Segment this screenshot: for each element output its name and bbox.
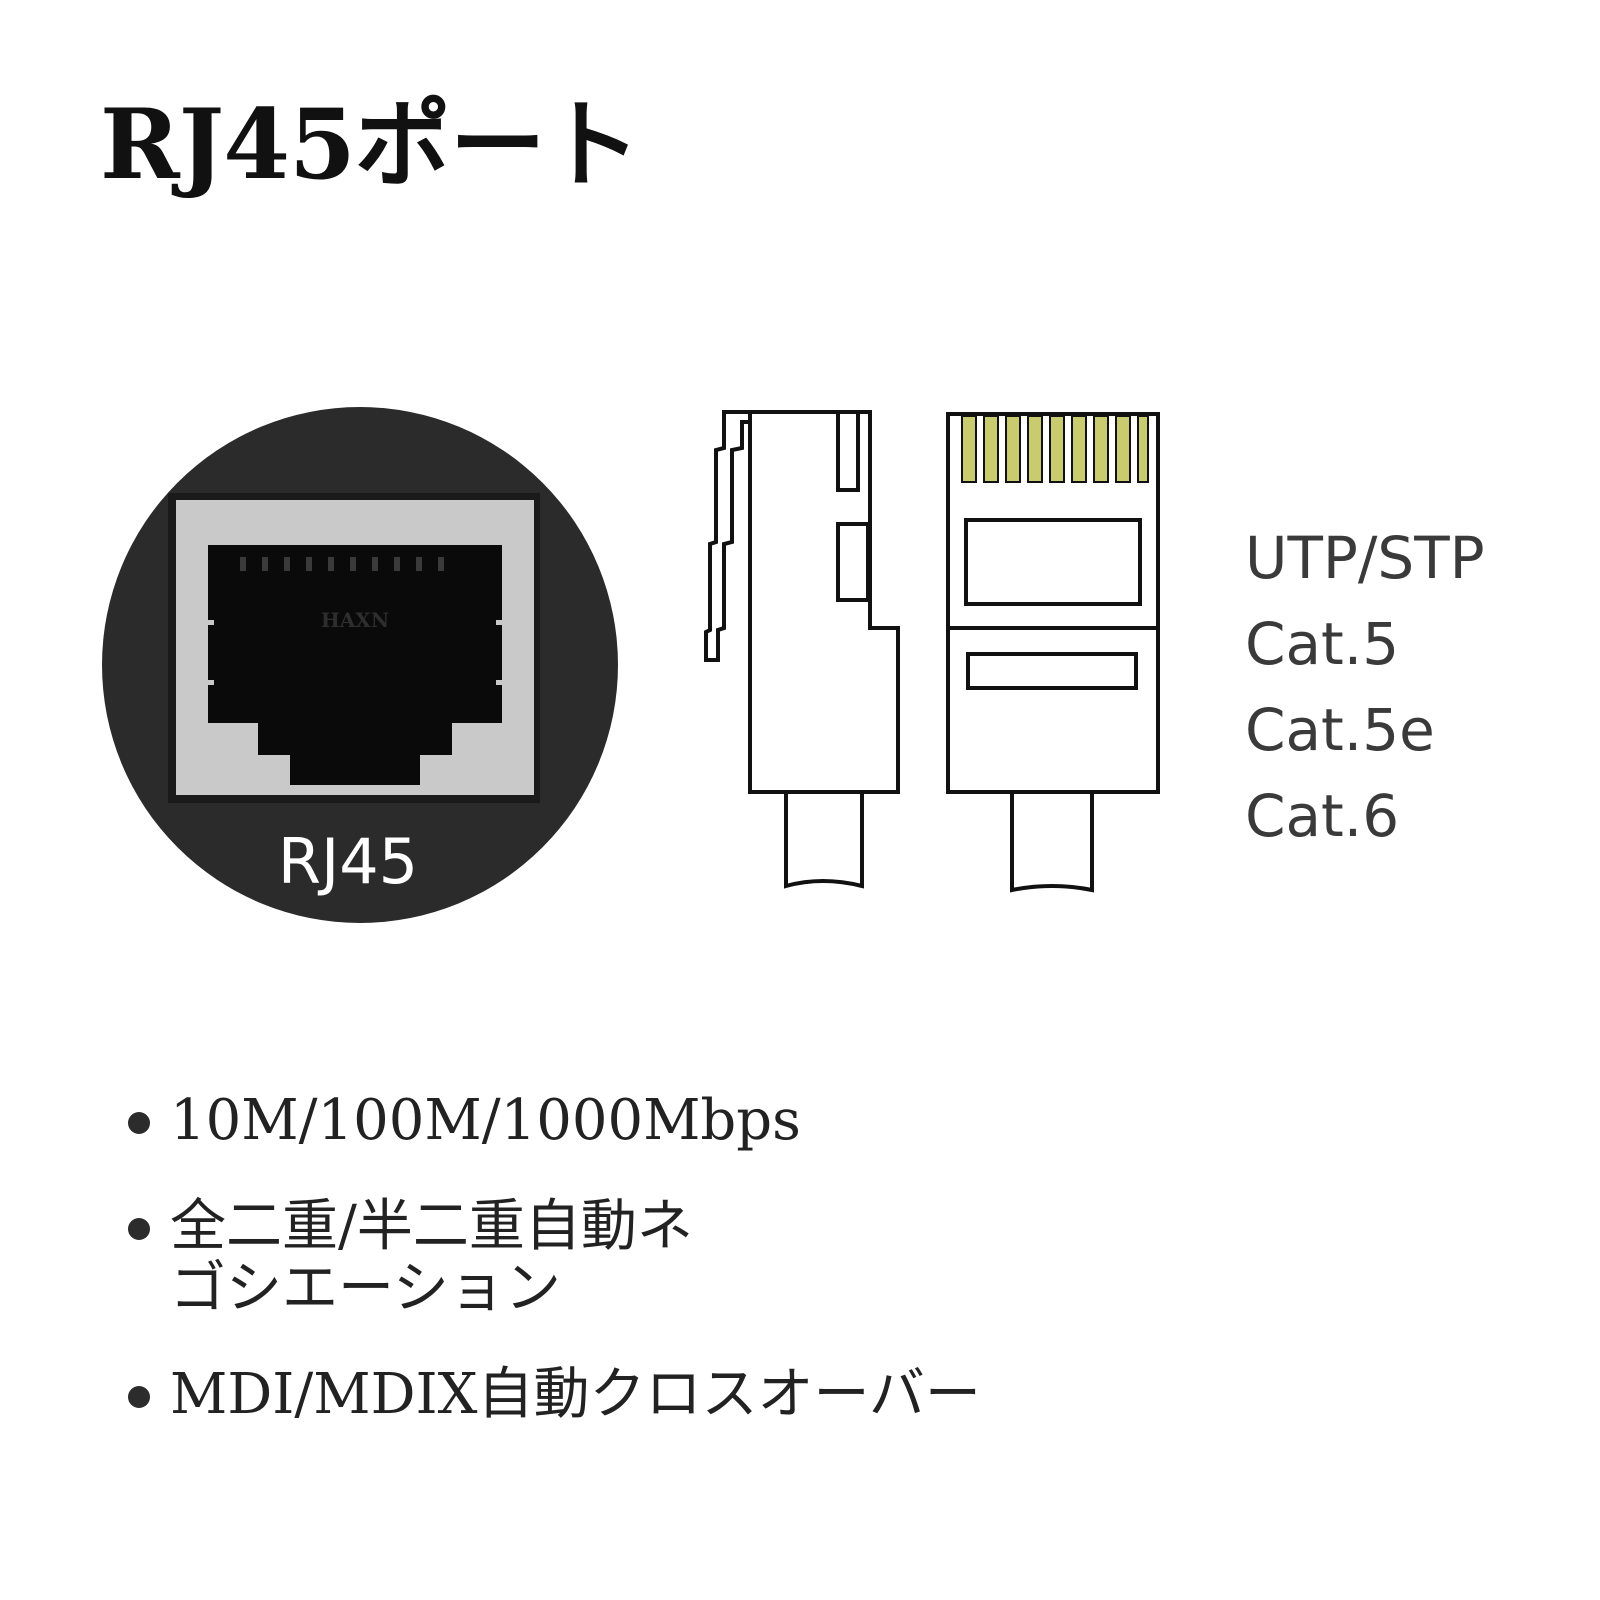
port-cavity [208,545,502,785]
plug-contacts [961,415,1149,483]
feature-text: 10M/100M/1000Mbps [170,1088,801,1153]
cable-type-cat5: Cat.5 [1245,610,1400,678]
feature-text-continued: ゴシエーション [170,1256,561,1321]
feature-item-duplex: 全二重/半二重自動ネ ゴシエーション [128,1196,981,1320]
port-inner-text: HAXN [321,608,389,632]
feature-text: MDI/MDIX自動クロスオーバー [170,1362,981,1427]
bullet-icon [128,1218,150,1240]
plug-side-view [704,410,900,889]
plug-front-view [946,412,1160,893]
bullet-icon [128,1112,150,1134]
bullet-icon [128,1386,150,1408]
contact-pins [240,557,444,571]
cable-type-cat5e: Cat.5e [1245,696,1435,764]
port-label: RJ45 [278,825,418,898]
feature-text: 全二重/半二重自動ネ [170,1194,693,1259]
cable-type-list: UTP/STP Cat.5 Cat.5e Cat.6 [1245,515,1485,859]
feature-item-speed: 10M/100M/1000Mbps [128,1090,981,1152]
feature-list: 10M/100M/1000Mbps 全二重/半二重自動ネ ゴシエーション MDI… [128,1090,981,1470]
cable-type-utp-stp: UTP/STP [1245,524,1485,592]
feature-item-mdix: MDI/MDIX自動クロスオーバー [128,1364,981,1426]
cable-type-cat6: Cat.6 [1245,782,1400,850]
page-title: RJ45ポート [100,88,641,201]
rj45-plug-diagram [704,410,1160,893]
rj45-port-illustration: HAXN RJ45 [102,407,618,923]
